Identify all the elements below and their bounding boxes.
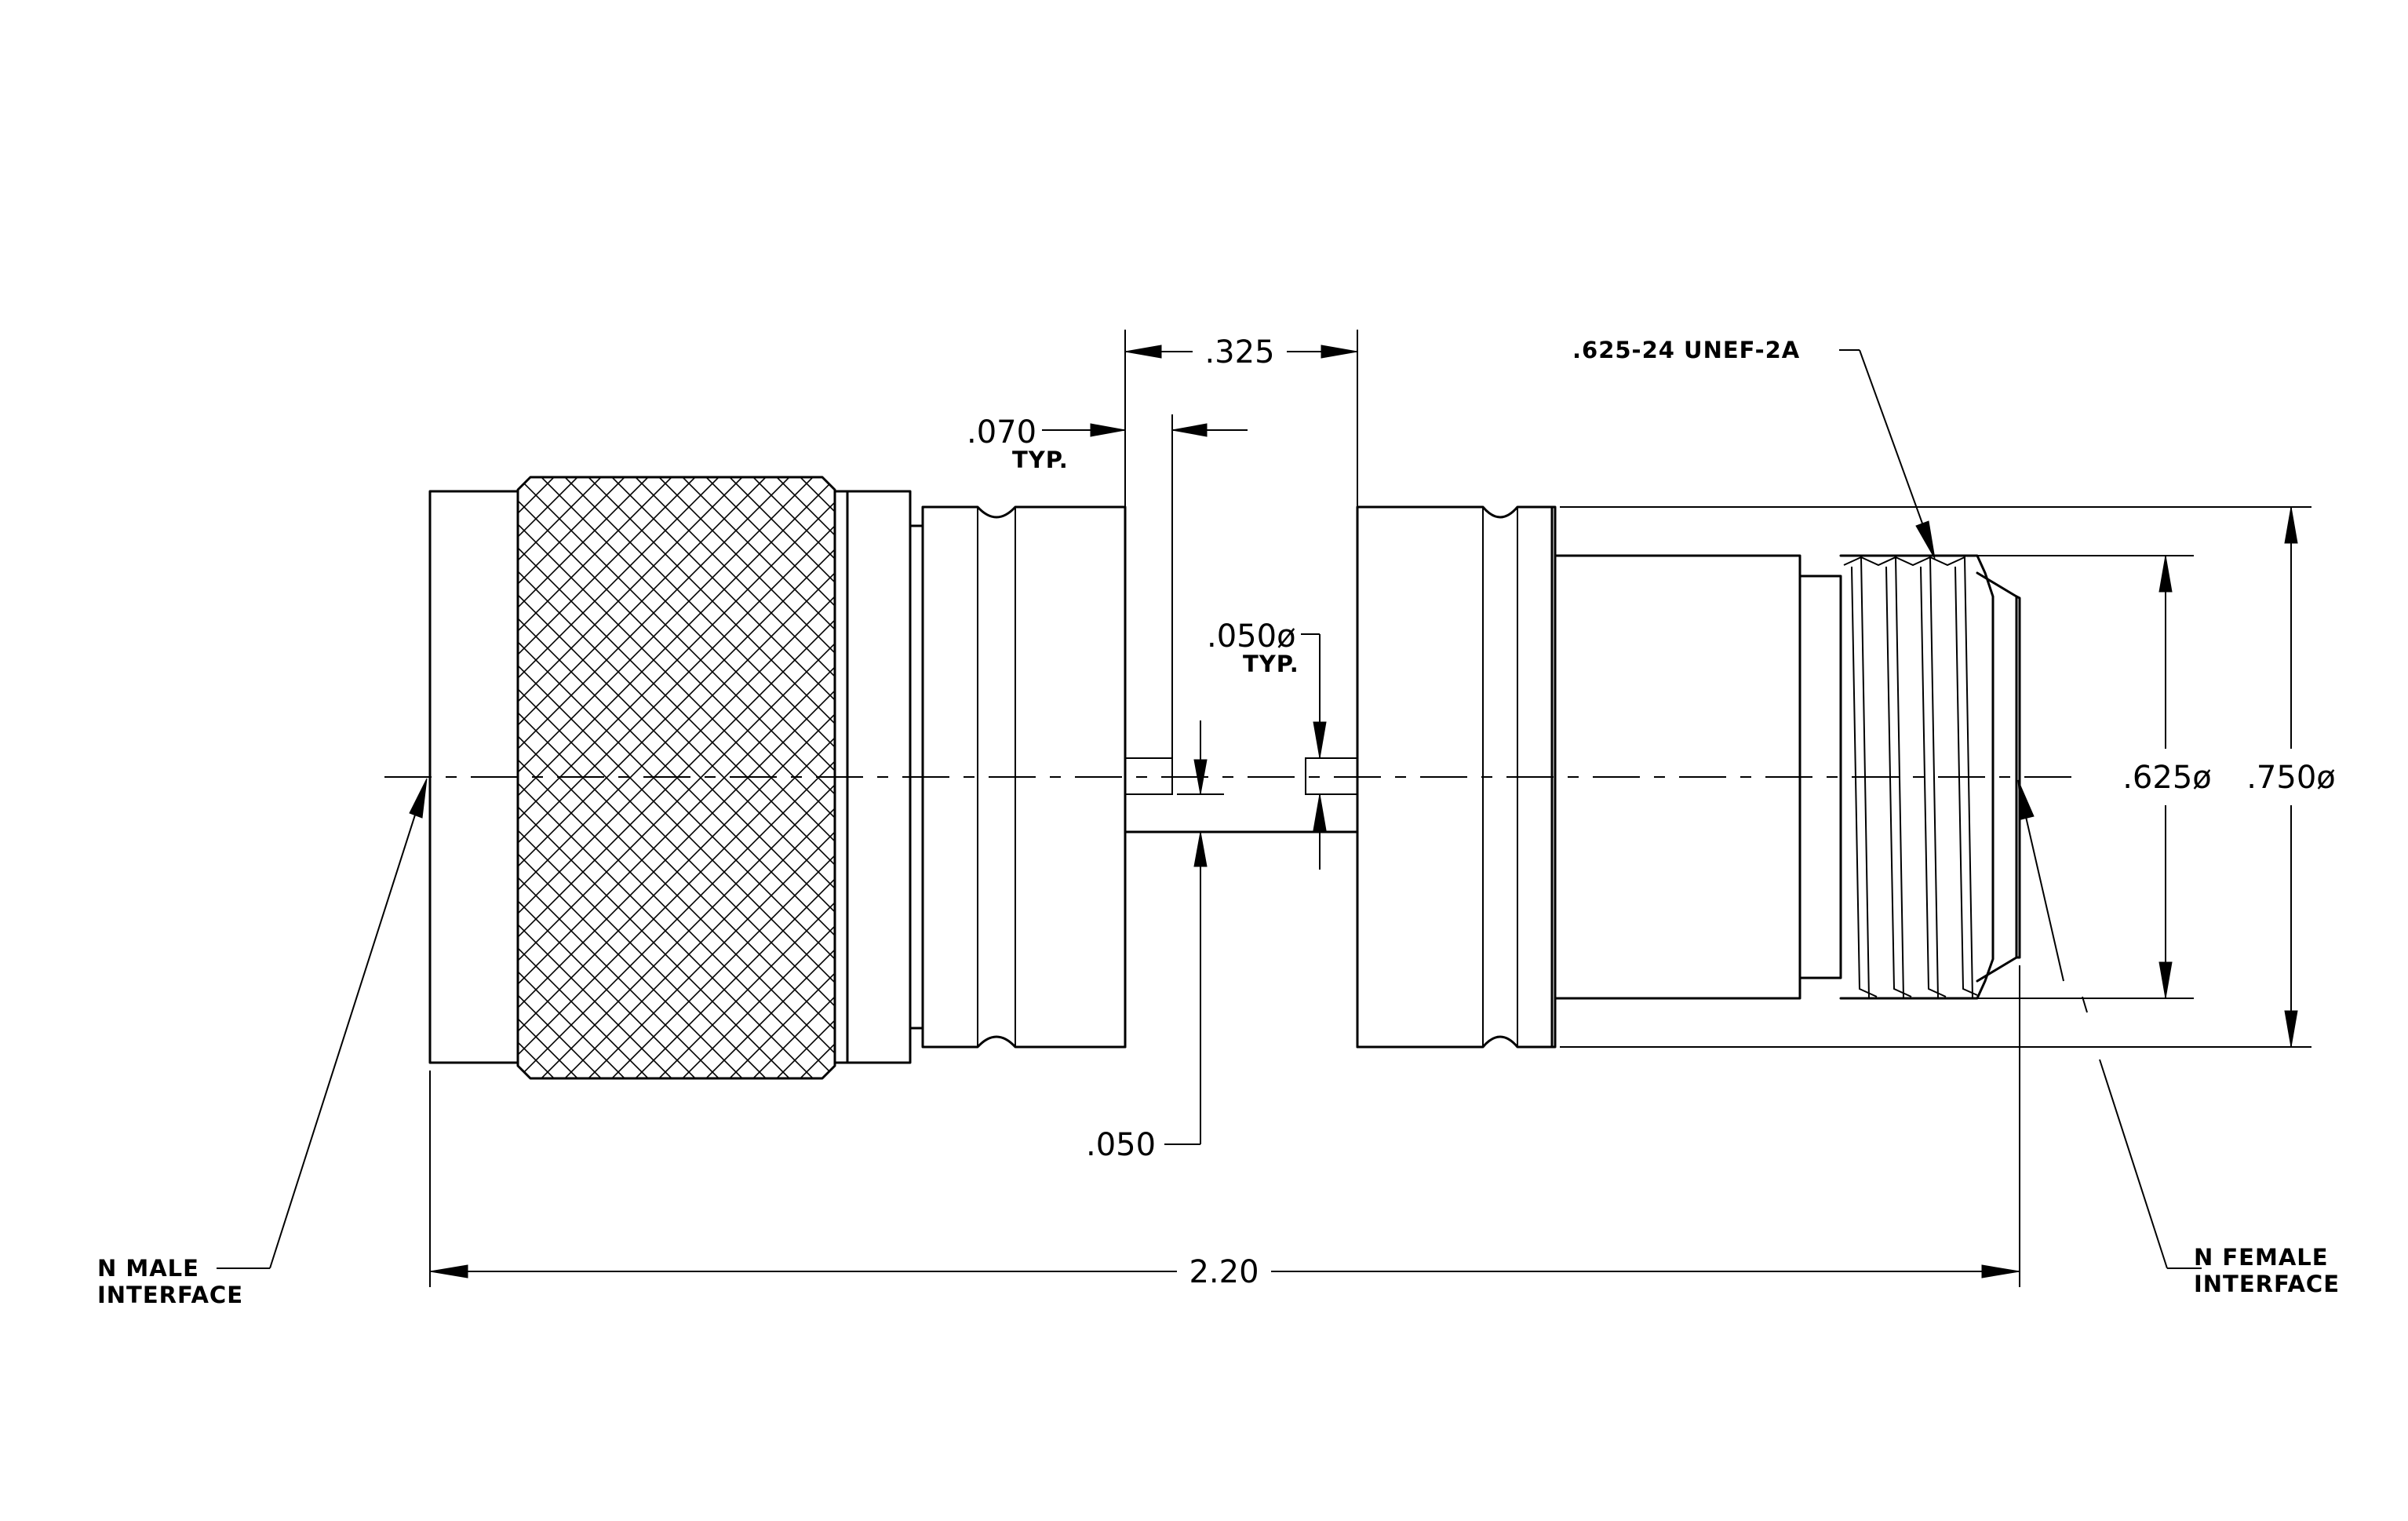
body-diameter-label: .750ø [2246, 760, 2336, 796]
hole-diameter-note: TYP. [1243, 651, 1299, 677]
overall-length-label: 2.20 [1189, 1254, 1259, 1290]
dim-slot-width: .325 [1124, 330, 1358, 507]
female-interface-line1: N FEMALE [2194, 1244, 2329, 1271]
thread-spec-label: .625-24 UNEF-2A [1572, 337, 1800, 363]
wall-thickness-note: TYP. [1012, 447, 1069, 473]
thread-pattern [1843, 556, 1978, 999]
dim-body-diameter: .750ø [1560, 506, 2336, 1048]
male-interface-line1: N MALE [97, 1255, 199, 1282]
slot-width-label: .325 [1204, 334, 1274, 370]
dim-thread-diameter: .625ø [1969, 555, 2212, 999]
callout-female-interface: N FEMALE INTERFACE [2017, 779, 2340, 1297]
dim-hole-diameter: .050ø TYP. [1207, 618, 1327, 870]
female-threaded-end [1554, 554, 2021, 1000]
wall-thickness-label: .070 [967, 414, 1036, 450]
callout-thread-spec: .625-24 UNEF-2A [1572, 337, 1936, 560]
callout-male-interface: N MALE INTERFACE [97, 778, 428, 1308]
hole-offset-label: .050 [1086, 1127, 1156, 1163]
dim-hole-offset: .050 [1086, 720, 1224, 1163]
thread-diameter-label: .625ø [2122, 760, 2212, 796]
hole-diameter-label: .050ø [1207, 618, 1296, 655]
female-interface-line2: INTERFACE [2194, 1271, 2340, 1297]
dim-overall-length: 2.20 [429, 965, 2020, 1290]
male-interface-line2: INTERFACE [97, 1282, 243, 1308]
dim-wall-thickness: .070 TYP. [967, 414, 1248, 758]
